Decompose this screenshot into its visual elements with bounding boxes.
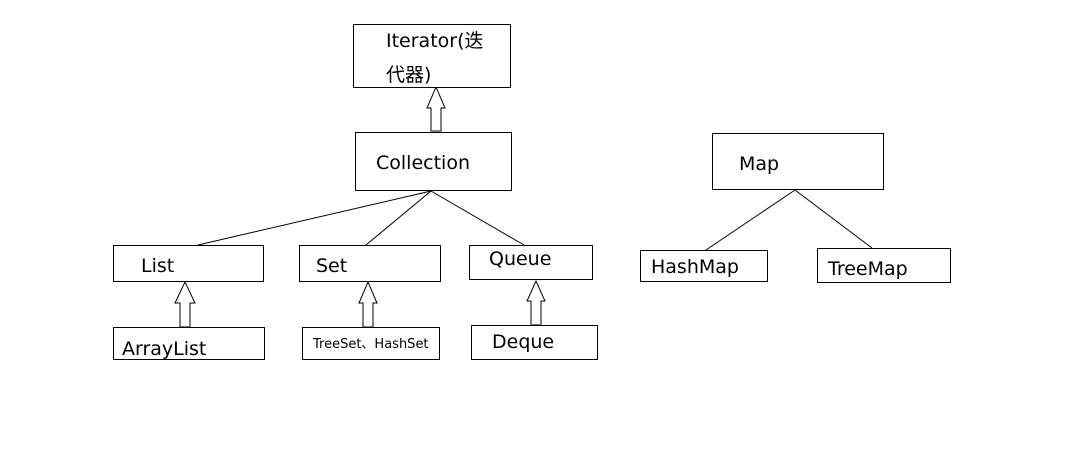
node-arraylist: ArrayList: [113, 327, 265, 360]
node-treemap-label: TreeMap: [828, 258, 908, 280]
edge-map-hashmap: [705, 189, 796, 251]
node-iterator-label-line2: 代器): [386, 64, 432, 86]
node-set: Set: [299, 245, 441, 282]
node-hashmap: HashMap: [640, 250, 768, 282]
node-set-label: Set: [316, 255, 348, 277]
arrow-treeset-to-set-icon: [358, 280, 378, 328]
node-treeset-hashset: TreeSet、HashSet: [302, 327, 440, 360]
node-list: List: [113, 245, 264, 282]
edge-collection-queue: [430, 190, 525, 246]
node-deque-label: Deque: [492, 331, 555, 353]
arrow-deque-to-queue-icon: [526, 279, 546, 326]
arrow-arraylist-to-list-icon: [174, 280, 196, 328]
node-list-label: List: [141, 255, 175, 277]
node-iterator-label-line1: Iterator(迭: [386, 30, 484, 52]
node-arraylist-label: ArrayList: [122, 338, 207, 360]
node-queue-label: Queue: [489, 248, 552, 270]
node-deque: Deque: [471, 325, 598, 360]
node-queue: Queue: [469, 245, 593, 280]
edge-collection-set: [365, 190, 432, 246]
node-hashmap-label: HashMap: [651, 256, 739, 278]
node-map: Map: [712, 133, 884, 190]
node-map-label: Map: [739, 153, 780, 175]
node-collection-label: Collection: [376, 152, 470, 174]
node-treeset-hashset-label: TreeSet、HashSet: [313, 337, 429, 352]
node-iterator: Iterator(迭 代器): [353, 24, 511, 88]
edge-map-treemap: [794, 189, 873, 249]
node-collection: Collection: [355, 132, 512, 191]
node-treemap: TreeMap: [817, 248, 951, 283]
edge-collection-list: [197, 190, 432, 246]
arrow-collection-to-iterator-icon: [426, 85, 446, 132]
